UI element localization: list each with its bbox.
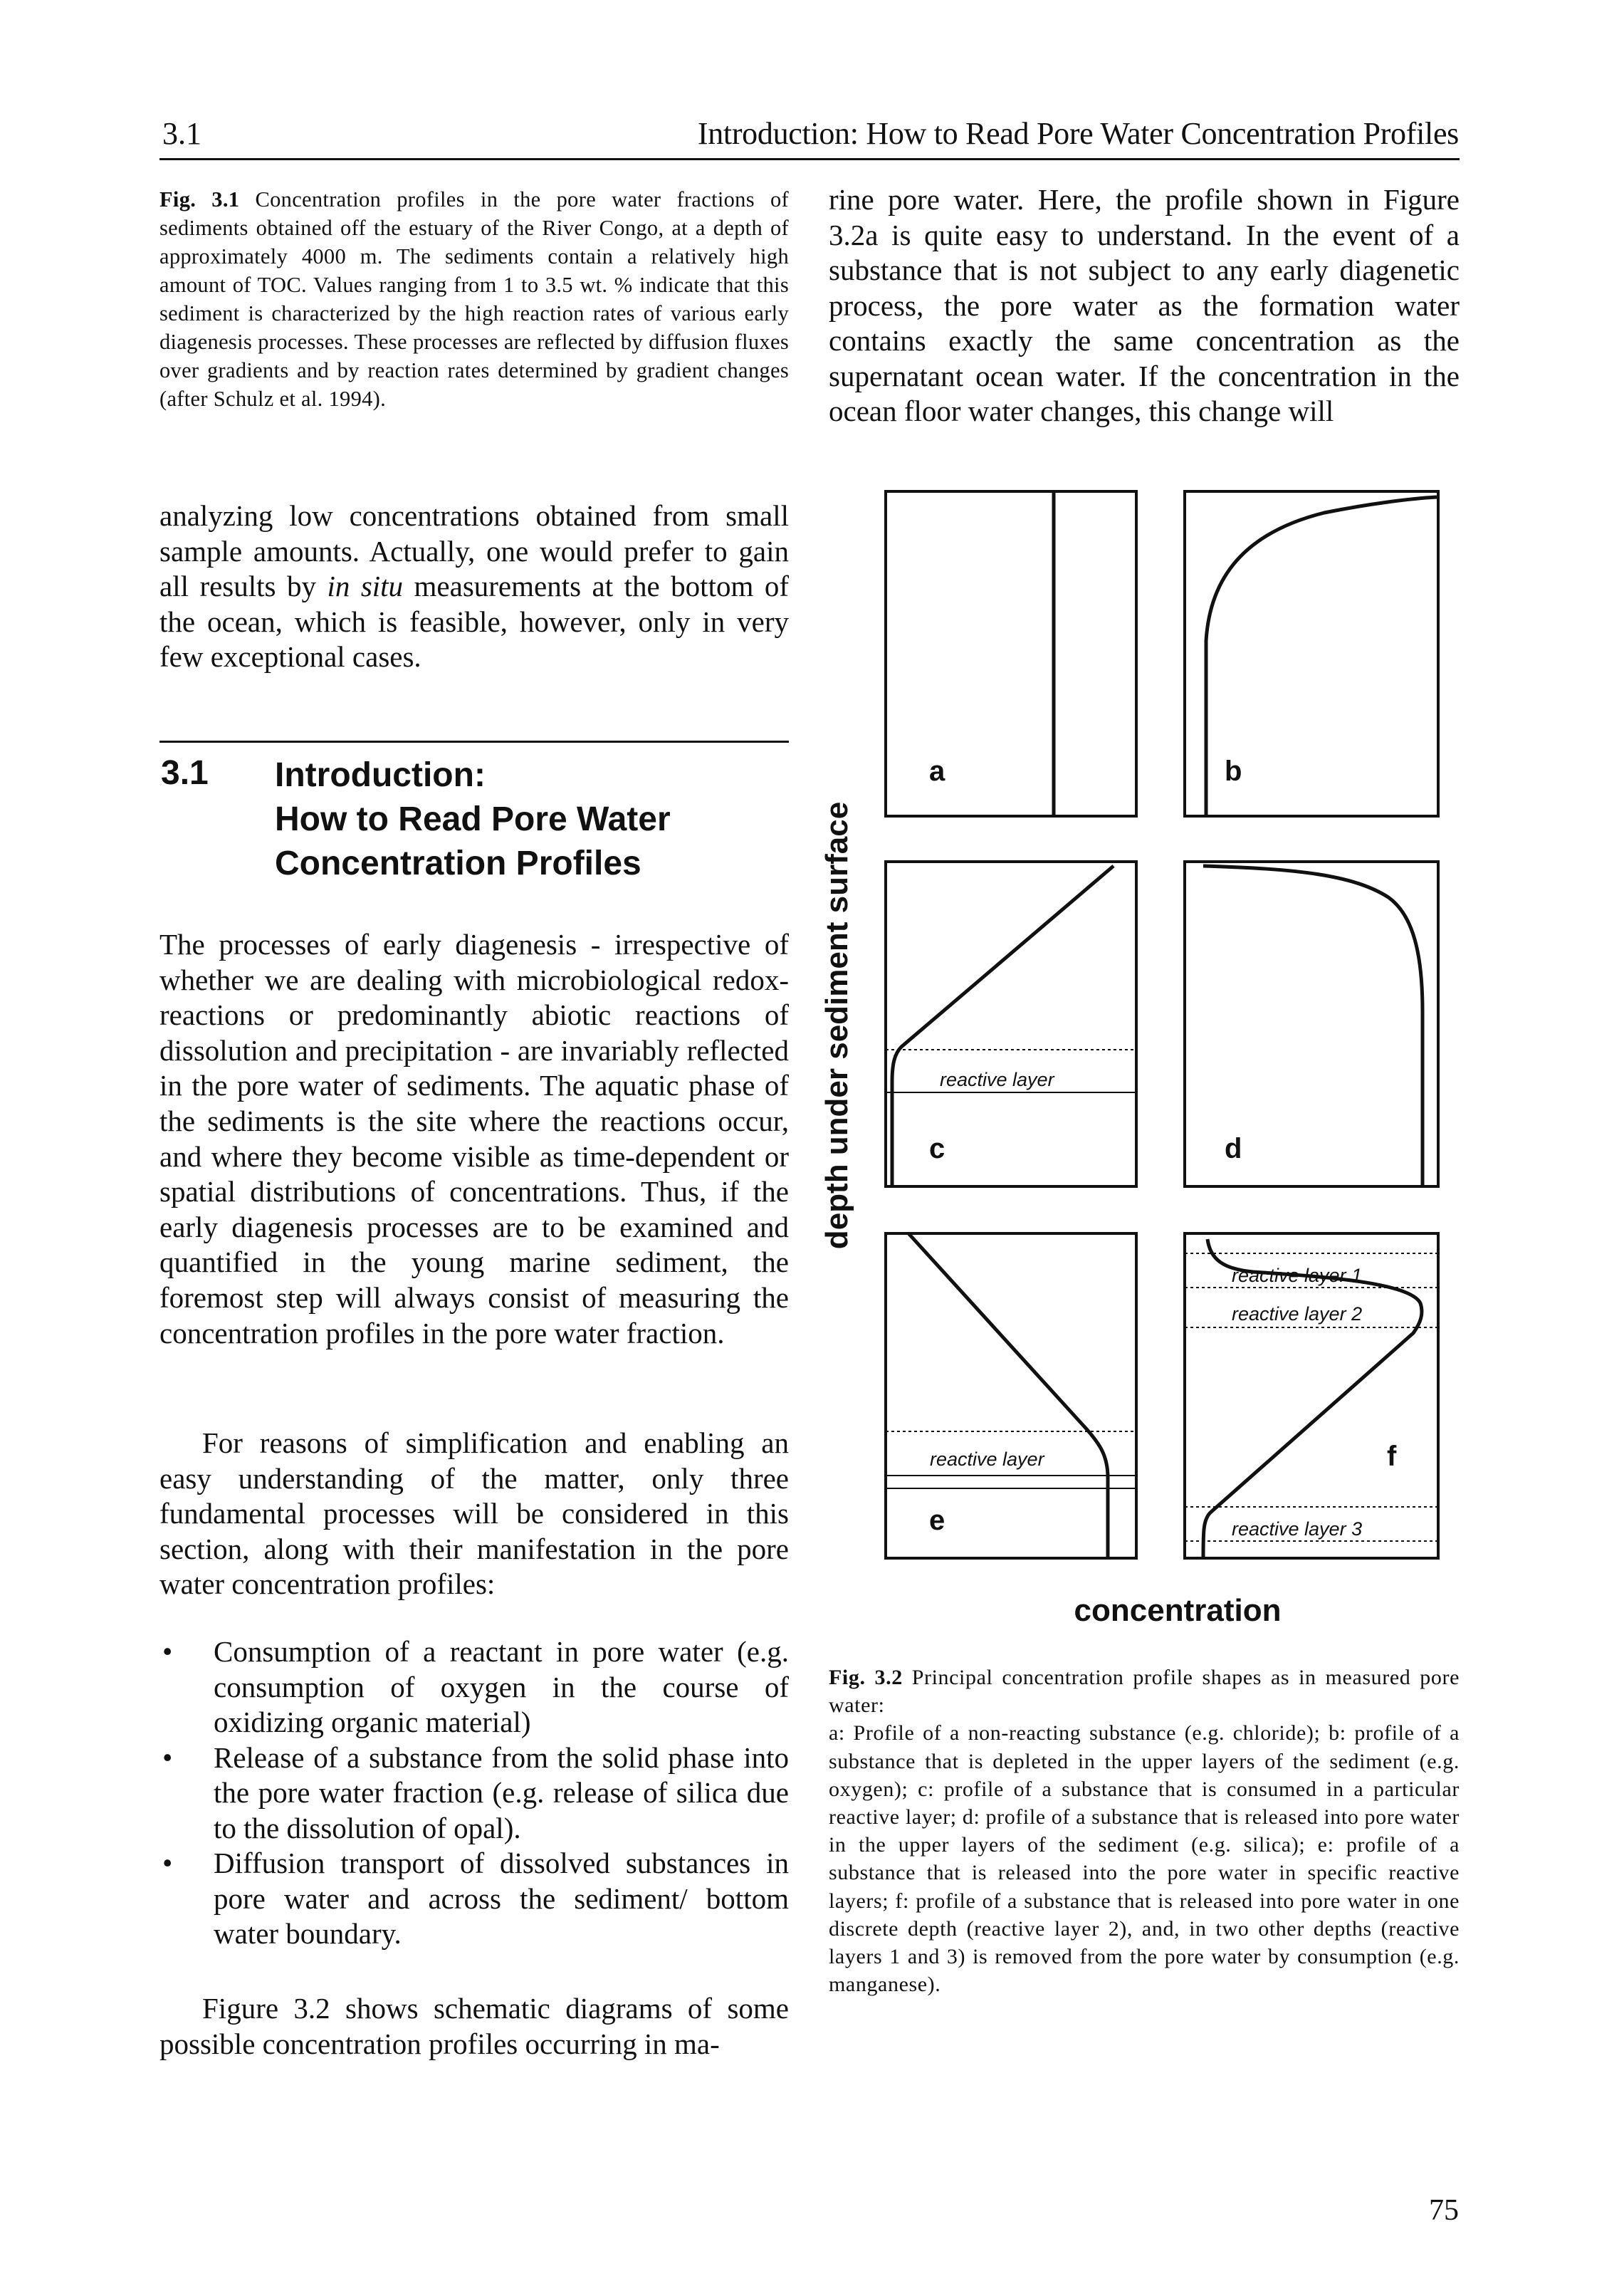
list-item: • Consumption of a reactant in pore water… — [159, 1634, 789, 1740]
panel-d-profile — [1203, 864, 1425, 1186]
bullet-text: Release of a substance from the solid ph… — [214, 1740, 789, 1844]
panel-c-reactive-layer-label: reactive layer — [940, 1069, 1055, 1090]
body-paragraph-4: Figure 3.2 shows schematic diagrams of s… — [159, 1992, 789, 2060]
panel-c-profile — [890, 865, 1115, 1186]
section-title-line-2: How to Read Pore Water — [275, 800, 671, 838]
panel-b-profile — [1204, 495, 1437, 816]
panel-f-reactive-layer-1-label: reactive layer 1 — [1232, 1265, 1362, 1286]
figure-3-1-label: Fig. 3.1 — [159, 187, 240, 212]
bullet-list: • Consumption of a reactant in pore water… — [159, 1634, 789, 1952]
panel-f-reactive-layer-2-label: reactive layer 2 — [1232, 1303, 1362, 1325]
section-title: Introduction: How to Read Pore Water Con… — [275, 753, 787, 886]
bullet-icon: • — [162, 1740, 173, 1774]
figure-3-2-caption-intro-text: Principal concentration profile shapes a… — [829, 1666, 1460, 1718]
bullet-text: Diffusion transport of dissolved substan… — [214, 1847, 789, 1950]
bullet-text: Consumption of a reactant in pore water … — [214, 1635, 789, 1738]
y-axis-label: depth under sediment surface — [819, 802, 854, 1249]
figure-3-2-diagram: a b c d e f reactive layer reactive laye… — [819, 490, 1440, 1628]
panel-d-frame — [1183, 860, 1440, 1188]
list-item: • Release of a substance from the solid p… — [159, 1740, 789, 1847]
panel-c-frame — [884, 860, 1138, 1188]
header-running-title: Introduction: How to Read Pore Water Con… — [697, 116, 1459, 151]
section-rule — [159, 741, 789, 743]
figure-3-2-caption: Fig. 3.2 Principal concentration profile… — [829, 1664, 1460, 1998]
panel-label-b: b — [1225, 756, 1242, 787]
header-section-number: 3.1 — [162, 116, 201, 151]
header-rule — [159, 158, 1460, 160]
section-title-line-1: Introduction: — [275, 756, 486, 794]
panel-e-reactive-layer-label: reactive layer — [930, 1448, 1045, 1470]
x-axis-label: concentration — [1074, 1593, 1282, 1628]
panel-label-d: d — [1225, 1133, 1242, 1164]
panel-a-frame — [884, 490, 1138, 818]
panel-label-a: a — [929, 756, 945, 787]
right-column-paragraph: rine pore water. Here, the profile shown… — [829, 183, 1460, 427]
section-number: 3.1 — [161, 754, 209, 792]
panel-label-c: c — [929, 1133, 945, 1164]
panel-e-profile — [907, 1232, 1110, 1558]
figure-3-1-caption: Fig. 3.1 Concentration profiles in the p… — [159, 185, 789, 413]
paragraph-1-italic: in situ — [327, 570, 404, 602]
figure-3-2-caption-body: a: Profile of a non-reacting substance (… — [829, 1721, 1460, 1997]
panel-f-reactive-layer-3-label: reactive layer 3 — [1232, 1518, 1362, 1540]
paragraph-1-text-after: measurements at the bottom of the ocean,… — [159, 570, 789, 673]
figure-3-1-caption-text: Concentration profiles in the pore water… — [159, 187, 790, 411]
panel-label-f: f — [1387, 1441, 1397, 1472]
bullet-icon: • — [162, 1847, 173, 1879]
left-column-paragraph-1: analyzing low concentrations obtained fr… — [159, 498, 789, 675]
panel-f-frame — [1183, 1232, 1440, 1560]
panel-b-frame — [1183, 490, 1440, 818]
panel-f-profile — [1201, 1238, 1424, 1559]
bullet-icon: • — [162, 1635, 173, 1668]
figure-3-2-caption-intro: Fig. 3.2 Principal concentration profile… — [829, 1664, 1460, 1719]
figure-3-2-label: Fig. 3.2 — [829, 1666, 903, 1689]
list-item: • Diffusion transport of dissolved substa… — [159, 1846, 789, 1952]
section-title-line-3: Concentration Profiles — [275, 845, 641, 882]
paragraph-1-text-before: analyzing low concentrations obtained fr… — [159, 499, 789, 602]
page-number: 75 — [1429, 2194, 1459, 2227]
body-paragraph-3: For reasons of simplification and enabli… — [159, 1426, 789, 1601]
body-paragraph-2: The processes of early diagenesis - irre… — [159, 928, 789, 1349]
panel-e-frame — [884, 1232, 1138, 1560]
panel-label-e: e — [929, 1505, 945, 1536]
